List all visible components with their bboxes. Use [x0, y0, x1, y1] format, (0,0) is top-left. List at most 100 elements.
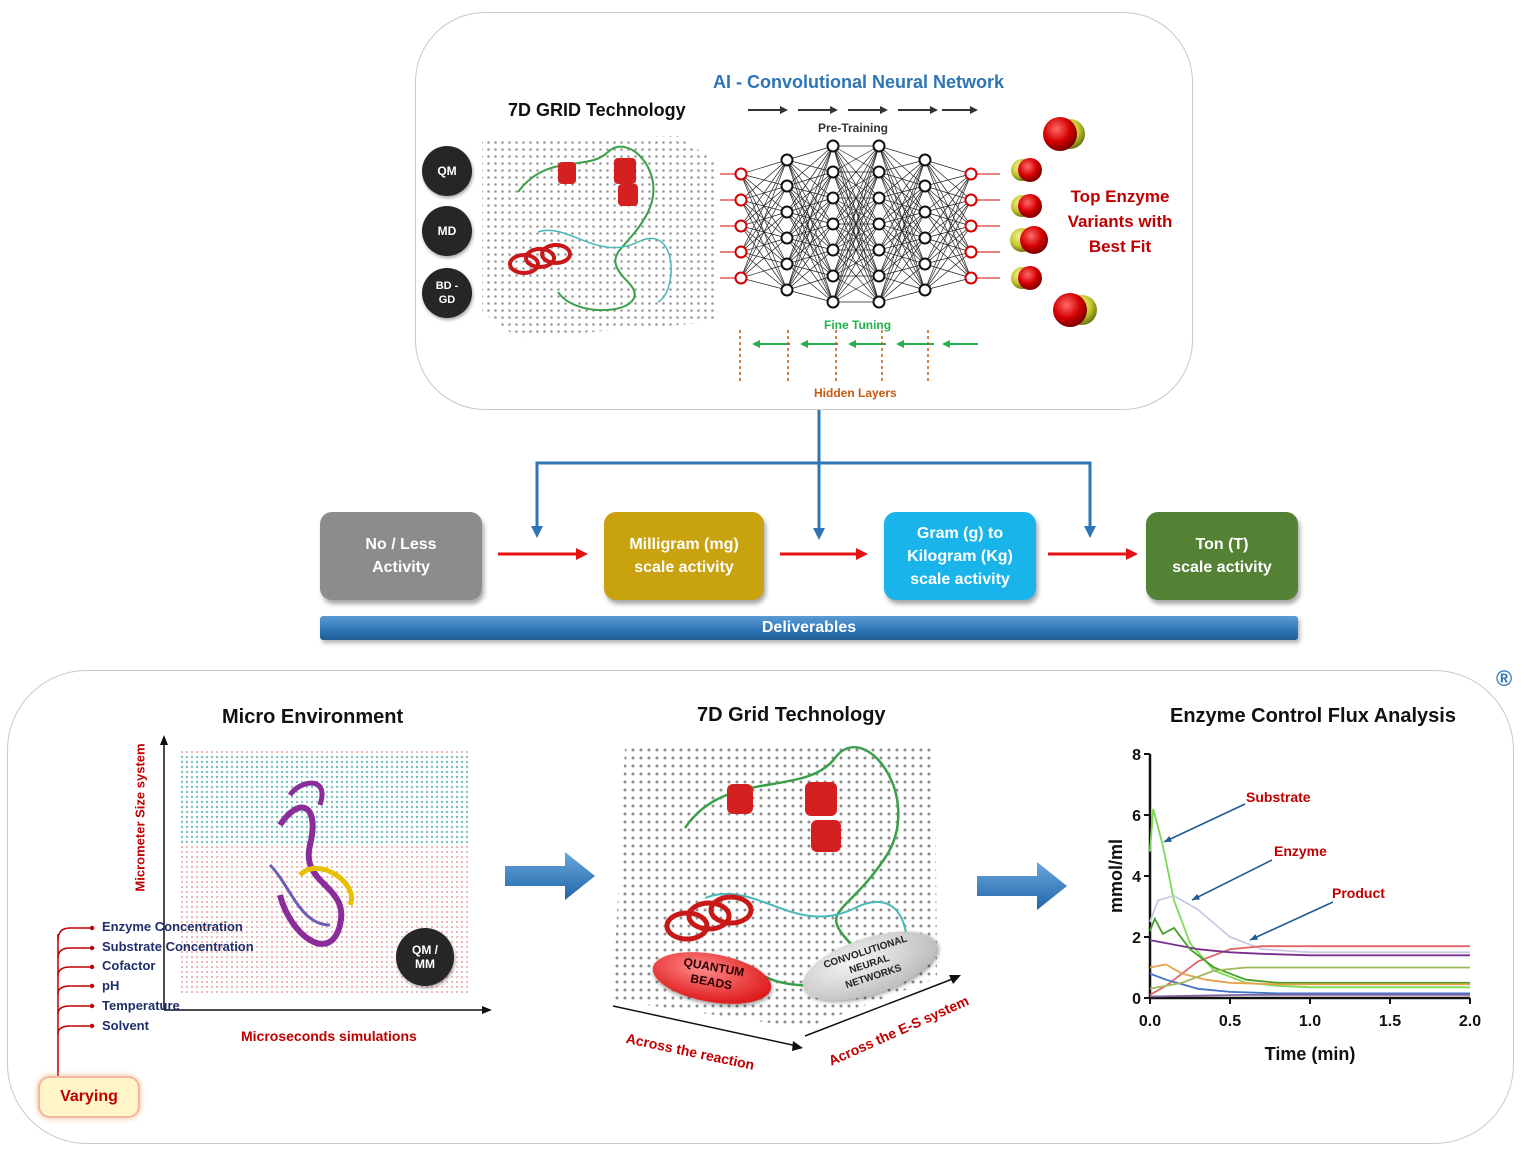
nn-io-node: [964, 193, 978, 207]
nn-hidden-node: [872, 269, 886, 283]
protein-structure: [268, 780, 355, 947]
hidden-layers-label: Hidden Layers: [814, 386, 897, 400]
factor-cofactor: Cofactor: [102, 958, 156, 973]
flux-annotation-arrowhead: [1164, 836, 1172, 842]
flux-annotation-enzyme: Enzyme: [1274, 843, 1327, 859]
molecule-icon: [1010, 226, 1048, 254]
top-enzyme-variants-label: Top Enzyme Variants with Best Fit: [1067, 187, 1173, 256]
connector-arrows: [498, 410, 1138, 560]
flux-annotation-arrow: [1249, 901, 1334, 941]
deliverables-bar: Deliverables: [320, 616, 1298, 640]
nn-hidden-node: [918, 283, 932, 297]
nn-io-node: [964, 167, 978, 181]
stage-no-activity: No / Less Activity: [320, 512, 482, 600]
nn-hidden-node: [918, 153, 932, 167]
stage-gram-kilogram: Gram (g) to Kilogram (Kg) scale activity: [884, 512, 1036, 600]
flux-series-line-8: [1149, 966, 1470, 990]
flux-x-axis-label: Time (min): [1265, 1044, 1356, 1064]
micro-environment-title: Micro Environment: [222, 706, 404, 728]
nn-hidden-node: [918, 179, 932, 193]
top-helix: [508, 243, 572, 275]
md-badge: MD: [422, 206, 472, 256]
nn-hidden-node: [872, 295, 886, 309]
molecule-icon: [1011, 266, 1042, 290]
finetuning-arrows: [752, 340, 978, 348]
nn-hidden-node: [826, 295, 840, 309]
bd-gd-badge: BD - GD: [422, 268, 472, 318]
nn-io-node: [734, 245, 748, 259]
nn-hidden-node: [780, 205, 794, 219]
nn-hidden-node: [780, 283, 794, 297]
flux-series-line-6: [1149, 963, 1470, 986]
flux-series-line-4: [1149, 939, 1470, 957]
nn-io-node: [734, 271, 748, 285]
molecule-icon: [1043, 117, 1085, 151]
flux-y-tick-label: 2: [1132, 930, 1141, 947]
flux-annotation-arrowhead: [1250, 934, 1258, 940]
flux-series-line-2: [1149, 894, 1470, 954]
blue-arrow-right-1: [505, 852, 595, 900]
finetuning-label: Fine Tuning: [824, 318, 892, 332]
nn-hidden-node: [826, 191, 840, 205]
stage-milligram: Milligram (mg) scale activity: [604, 512, 764, 600]
flux-y-tick-label: 0: [1132, 991, 1141, 1008]
nn-hidden-node: [780, 231, 794, 245]
factor-temperature: Temperature: [102, 998, 180, 1013]
molecule-icon: [1011, 194, 1042, 218]
nn-hidden-node: [872, 243, 886, 257]
bottom-grid-title: 7D Grid Technology: [697, 704, 886, 726]
stage-ton: Ton (T) scale activity: [1146, 512, 1298, 600]
flux-series-line-7: [1149, 972, 1470, 995]
flux-x-tick-label: 0.0: [1139, 1013, 1161, 1030]
output-molecules: [1010, 117, 1097, 327]
molecule-icon: [1011, 158, 1042, 182]
nn-hidden-node: [826, 165, 840, 179]
factors-tree: [57, 925, 95, 1080]
flux-x-tick-label: 1.0: [1299, 1013, 1321, 1030]
nn-io-node: [964, 271, 978, 285]
nn-hidden-node: [918, 231, 932, 245]
flux-y-tick-label: 4: [1132, 869, 1141, 886]
nn-hidden-node: [918, 257, 932, 271]
nn-hidden-node: [780, 257, 794, 271]
flux-x-tick-label: 2.0: [1459, 1013, 1481, 1030]
micro-xaxis-label: Microseconds simulations: [241, 1028, 417, 1044]
flux-x-tick-label: 0.5: [1219, 1013, 1241, 1030]
hidden-layer-dividers: [739, 330, 929, 382]
molecule-icon: [1053, 293, 1097, 327]
neural-network: [720, 106, 1000, 348]
nn-io-node: [964, 219, 978, 233]
nn-hidden-node: [780, 153, 794, 167]
nn-hidden-node: [872, 191, 886, 205]
factor-solvent: Solvent: [102, 1018, 149, 1033]
nn-hidden-node: [826, 217, 840, 231]
varying-badge: Varying: [38, 1076, 140, 1118]
top-grid-cube: [482, 136, 714, 338]
nn-io-node: [734, 167, 748, 181]
nn-hidden-node: [826, 139, 840, 153]
qmmm-badge: QM / MM: [396, 928, 454, 986]
flux-y-tick-label: 8: [1132, 747, 1141, 764]
bottom-helix: [664, 894, 754, 942]
flux-series-line-5: [1149, 916, 1470, 984]
flux-annotation-product: Product: [1332, 885, 1385, 901]
factor-enzyme-concentration: Enzyme Concentration: [102, 919, 243, 934]
flux-annotation-substrate: Substrate: [1246, 789, 1311, 805]
nn-hidden-node: [872, 139, 886, 153]
flux-annotation-arrow: [1191, 859, 1273, 901]
factor-substrate-concentration: Substrate Concentration: [102, 939, 254, 954]
flux-annotation-arrowhead: [1192, 893, 1200, 900]
flux-y-axis-label: mmol/ml: [1106, 839, 1126, 913]
pretraining-label: Pre-Training: [818, 121, 889, 135]
nn-hidden-node: [872, 165, 886, 179]
flux-x-tick-label: 1.5: [1379, 1013, 1401, 1030]
pretraining-arrows: [748, 106, 978, 114]
registered-mark: ®: [1496, 666, 1513, 691]
nn-hidden-node: [826, 269, 840, 283]
nn-io-node: [734, 219, 748, 233]
flux-annotation-arrow: [1163, 803, 1246, 843]
qm-badge: QM: [422, 146, 472, 196]
nn-hidden-node: [918, 205, 932, 219]
cnn-title: AI - Convolutional Neural Network: [713, 72, 1005, 92]
